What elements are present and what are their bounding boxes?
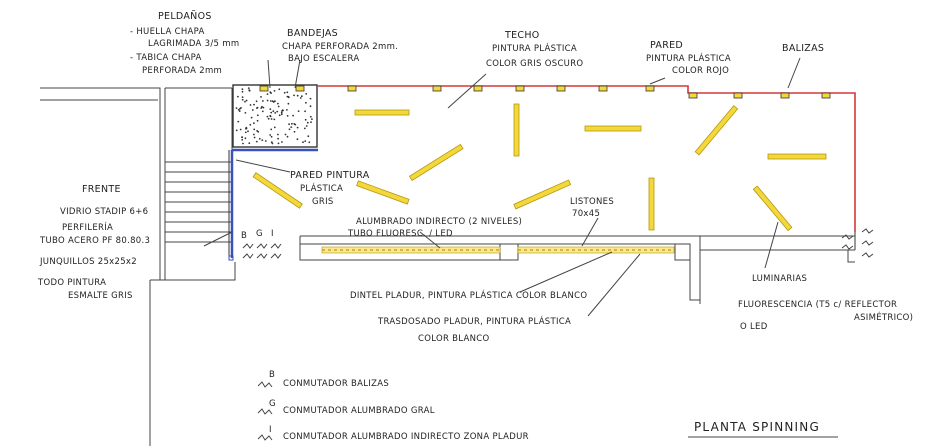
label-peldanos: PELDAÑOS - HUELLA CHAPA LAGRIMADA 3/5 mm… [130,11,239,76]
bandejas-line: BAJO ESCALERA [288,54,359,64]
pared-line: COLOR ROJO [672,66,729,76]
label-trasdosado: TRASDOSADO PLADUR, PINTURA PLÁSTICA COLO… [377,315,571,344]
techo-line: COLOR GRIS OSCURO [486,59,583,69]
label-dintel: DINTEL PLADUR, PINTURA PLÁSTICA COLOR BL… [350,289,587,301]
luminaire [584,125,642,132]
label-balizas: BALIZAS [782,43,824,54]
trasdosado-line: TRASDOSADO PLADUR, PINTURA PLÁSTICA [377,315,571,327]
techo-line: TECHO [504,30,540,41]
frente-line: FRENTE [82,184,121,195]
switch-letter: B [241,231,247,241]
luminarias-line: LUMINARIAS [752,274,807,284]
beacon-marker [556,85,566,92]
plan-title: PLANTA SPINNING [688,420,838,438]
legend-item: I CONMUTADOR ALUMBRADO INDIRECTO ZONA PL… [257,425,529,442]
frente-line: VIDRIO STADIP 6+6 [60,207,148,217]
legend-text: CONMUTADOR BALIZAS [283,379,389,389]
peldanos-line: - TABICA CHAPA [130,53,202,63]
label-bandejas: BANDEJAS CHAPA PERFORADA 2mm. BAJO ESCAL… [282,28,398,64]
switch-symbols [228,228,874,261]
room-lower-wall [299,235,855,304]
legend-letter: G [269,399,276,409]
peldanos-line: - HUELLA CHAPA [130,27,205,37]
label-frente: FRENTE VIDRIO STADIP 6+6 PERFILERÍA TUBO… [37,184,150,301]
legend-letter: B [269,370,275,380]
grey-painted-wall [228,148,318,258]
peldanos-title: PELDAÑOS [158,11,212,22]
pared-gris-line: PLÁSTICA [300,182,343,194]
leader-lines [203,57,801,317]
frente-line: TODO PINTURA [37,278,106,288]
beacon-marker [645,85,655,92]
pared-gris-line: PARED PINTURA [290,170,370,181]
beacon-marker [780,92,790,99]
beacon-marker [515,85,525,92]
beacon-marker [259,85,269,92]
switch-legend: B CONMUTADOR BALIZAS G CONMUTADOR ALUMBR… [257,370,529,442]
frente-line: JUNQUILLOS 25x25x2 [39,257,137,267]
label-pared-roja: PARED PINTURA PLÁSTICA COLOR ROJO [646,40,731,76]
frente-line: PERFILERÍA [62,221,113,233]
label-pared-gris: PARED PINTURA PLÁSTICA GRIS [290,170,370,207]
luminaire [356,180,410,205]
luminaire [767,153,827,160]
frente-line: TUBO ACERO PF 80.80.3 [39,236,150,246]
beacon-marker [821,92,831,99]
luminarias-line: ASIMÉTRICO) [854,311,913,323]
listones-line: 70x45 [572,209,600,219]
peldanos-line: PERFORADA 2mm [142,66,222,76]
luminaire [513,179,572,210]
listones-line: LISTONES [570,197,614,207]
bandejas-line: BANDEJAS [287,28,338,39]
peldanos-line: LAGRIMADA 3/5 mm [148,39,239,49]
legend-text: CONMUTADOR ALUMBRADO INDIRECTO ZONA PLAD… [283,432,529,442]
switch-letter: I [271,229,274,239]
alumbrado-line: ALUMBRADO INDIRECTO (2 NIVELES) [356,217,522,227]
pared-line: PARED [650,40,683,51]
pared-gris-line: GRIS [312,197,334,207]
luminaires [252,103,827,232]
label-listones: LISTONES 70x45 [570,197,614,219]
legend-item: G CONMUTADOR ALUMBRADO GRAL [257,399,435,416]
plan-title-text: PLANTA SPINNING [694,420,820,434]
beacon-marker [688,92,698,99]
luminarias-line: FLUORESCENCIA (T5 c/ REFLECTOR [738,300,897,310]
indirect-lighting-strip [321,246,675,254]
luminaire [694,105,739,156]
label-luminarias: LUMINARIAS FLUORESCENCIA (T5 c/ REFLECTO… [738,274,913,332]
luminarias-line: O LED [740,322,768,332]
legend-item: B CONMUTADOR BALIZAS [257,370,389,389]
building-outline [40,87,236,446]
legend-text: CONMUTADOR ALUMBRADO GRAL [283,406,435,416]
beacon-marker [598,85,608,92]
alumbrado-line: TUBO FLUORESC. / LED [347,229,453,239]
stair-treads [165,88,233,258]
switch-letter: G [256,229,263,239]
trasdosado-line: COLOR BLANCO [418,334,490,344]
label-bgi: B G I [241,229,274,241]
luminaire [513,103,520,157]
beacon-marker [347,85,357,92]
luminaire [648,177,655,231]
label-alumbrado: ALUMBRADO INDIRECTO (2 NIVELES) TUBO FLU… [347,217,522,239]
luminaire [408,143,464,181]
legend-letter: I [269,425,272,435]
frente-line: ESMALTE GRIS [68,291,133,301]
beacon-marker [295,85,305,92]
pared-line: PINTURA PLÁSTICA [646,52,731,64]
label-techo: TECHO PINTURA PLÁSTICA COLOR GRIS OSCURO [486,30,583,69]
luminaire [354,109,410,116]
luminaire [252,172,303,209]
perforated-tray-area [232,84,318,148]
techo-line: PINTURA PLÁSTICA [492,42,577,54]
luminaire [752,185,793,232]
beacon-marker [432,85,442,92]
bandejas-line: CHAPA PERFORADA 2mm. [282,42,398,52]
beacon-marker [733,92,743,99]
beacon-markers [259,85,831,99]
beacon-marker [473,85,483,92]
